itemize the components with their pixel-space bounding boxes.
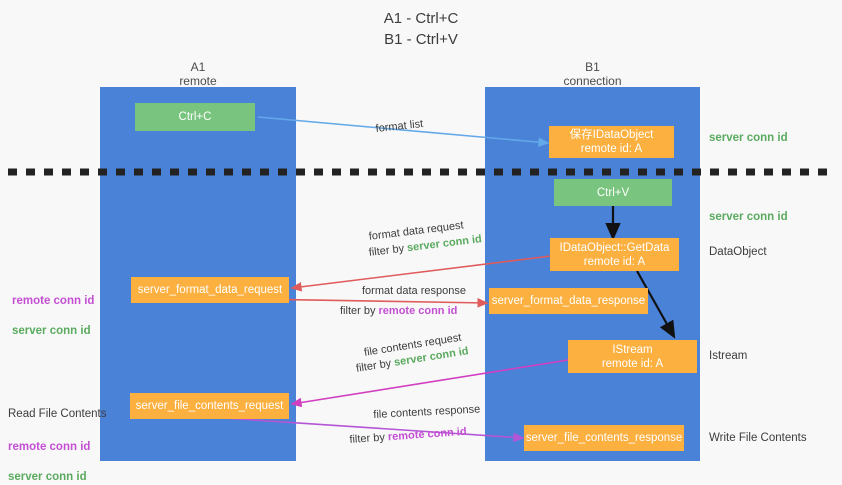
left-label-server-conn-id: server conn id xyxy=(8,471,87,483)
filter-prefix: filter by xyxy=(349,431,389,446)
edge-label-format-list: format list xyxy=(375,117,424,137)
edge-label-format-data-response-filter: filter by remote conn id xyxy=(340,304,457,319)
node-ctrl-v[interactable]: Ctrl+V xyxy=(554,179,672,206)
node-idataobject-getdata[interactable]: IDataObject::GetData remote id: A xyxy=(550,238,679,271)
left-label-conn-ids-format: remote conn id server conn id xyxy=(12,279,94,354)
left-label-server-conn-id: server conn id xyxy=(12,325,91,337)
edge-label-format-data-response: format data response xyxy=(362,284,466,299)
edge-label-file-contents-response-text: file contents response xyxy=(373,403,481,421)
right-label-istream: Istream xyxy=(709,350,748,362)
edge-label-file-contents-response-filter: filter by remote conn id xyxy=(349,425,467,448)
column-header-b1: B1 connection xyxy=(563,60,622,88)
left-label-read-file-contents-heading: Read File Contents xyxy=(8,408,107,420)
edge-label-file-contents-response: file contents response xyxy=(373,402,481,423)
filter-prefix: filter by xyxy=(340,305,379,317)
node-server-format-data-response[interactable]: server_format_data_response xyxy=(489,288,648,314)
node-server-file-contents-request[interactable]: server_file_contents_request xyxy=(130,393,289,419)
left-label-remote-conn-id: remote conn id xyxy=(8,441,91,453)
filter-key-remote-conn-id: remote conn id xyxy=(387,425,467,444)
right-label-server-conn-id-mid: server conn id xyxy=(709,211,788,223)
filter-prefix: filter by xyxy=(355,356,396,375)
node-ctrl-c[interactable]: Ctrl+C xyxy=(135,103,255,131)
left-label-read-file-contents: Read File Contents remote conn id server… xyxy=(8,392,106,485)
right-label-write-file-contents: Write File Contents xyxy=(709,432,807,444)
filter-key-remote-conn-id: remote conn id xyxy=(378,305,458,317)
edge-label-format-list-text: format list xyxy=(375,118,424,135)
node-istream[interactable]: IStream remote id: A xyxy=(568,340,697,373)
node-save-idataobject[interactable]: 保存IDataObject remote id: A xyxy=(549,126,674,158)
column-header-a1: A1 remote xyxy=(179,60,217,88)
node-server-format-data-request[interactable]: server_format_data_request xyxy=(131,277,289,303)
node-server-file-contents-response[interactable]: server_file_contents_response xyxy=(524,425,684,451)
right-label-dataobject: DataObject xyxy=(709,246,767,258)
edge-label-format-data-response-text: format data response xyxy=(362,285,466,297)
diagram-title: A1 - Ctrl+C B1 - Ctrl+V xyxy=(383,10,459,48)
right-label-server-conn-id-top: server conn id xyxy=(709,132,788,144)
left-label-remote-conn-id: remote conn id xyxy=(12,295,95,307)
filter-prefix: filter by xyxy=(368,242,408,259)
